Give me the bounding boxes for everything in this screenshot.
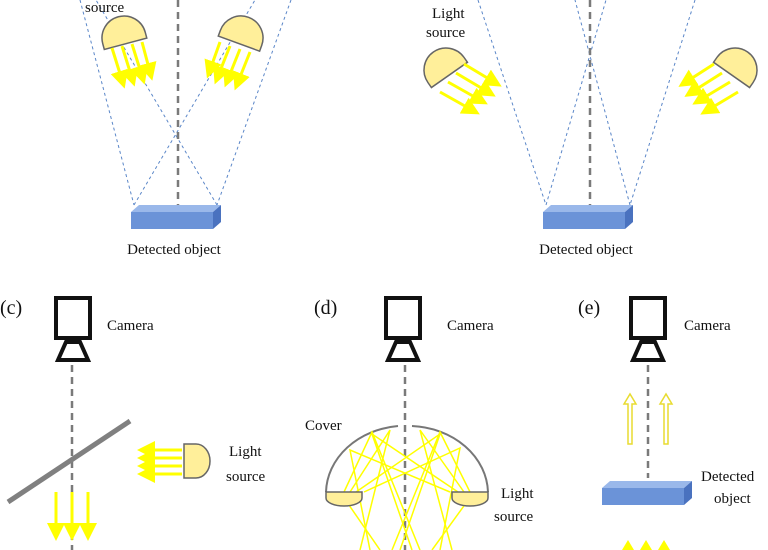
lamp-icon [217, 15, 264, 53]
box-icon [543, 205, 633, 229]
light-rays [204, 41, 252, 91]
cover-label: Cover [305, 418, 342, 434]
panel-c: (c) Camera Light source [0, 296, 265, 550]
camera-label: Camera [447, 318, 494, 334]
light-rays [47, 441, 182, 541]
camera-icon [54, 296, 92, 362]
box-icon [131, 205, 221, 229]
light-rays [439, 62, 502, 115]
reflected-rays [339, 429, 475, 550]
light-rays [678, 62, 739, 115]
light-label-line2: source [494, 509, 533, 525]
object-label-line2: object [714, 491, 751, 507]
light-rays [110, 41, 157, 89]
lamp-icon [183, 443, 211, 479]
box-icon [602, 481, 692, 505]
field-of-view-lines [477, 0, 696, 206]
object-label: Detected object [127, 242, 222, 258]
panel-label: (d) [314, 297, 337, 319]
light-rays [622, 540, 670, 550]
light-source-label: source [85, 0, 124, 16]
panel-e: (e) Camera Detected object [578, 296, 755, 550]
object-label: Detected object [539, 242, 634, 258]
lamp-icon [423, 47, 469, 89]
panel-d: (d) Camera Cover Light source [305, 296, 534, 550]
camera-icon [629, 296, 667, 362]
lamp-icon [325, 491, 489, 507]
panel-b: Light source Detected object [423, 0, 758, 258]
camera-label: Camera [684, 318, 731, 334]
arrow-icon [622, 392, 674, 445]
light-label-line2: source [226, 469, 265, 485]
camera-label: Camera [107, 318, 154, 334]
panel-label: (c) [0, 297, 22, 319]
panel-a: source Detected object [79, 0, 292, 258]
light-label-line2: source [426, 25, 465, 41]
light-label-line1: Light [229, 444, 262, 460]
panel-label: (e) [578, 297, 600, 319]
lamp-icon [101, 15, 148, 51]
dome-cover [325, 425, 489, 493]
light-label-line1: Light [501, 486, 534, 502]
object-label-line1: Detected [701, 469, 755, 485]
lamp-icon [712, 47, 758, 89]
light-label-line1: Light [432, 6, 465, 22]
camera-icon [384, 296, 422, 362]
beam-splitter [6, 418, 132, 505]
